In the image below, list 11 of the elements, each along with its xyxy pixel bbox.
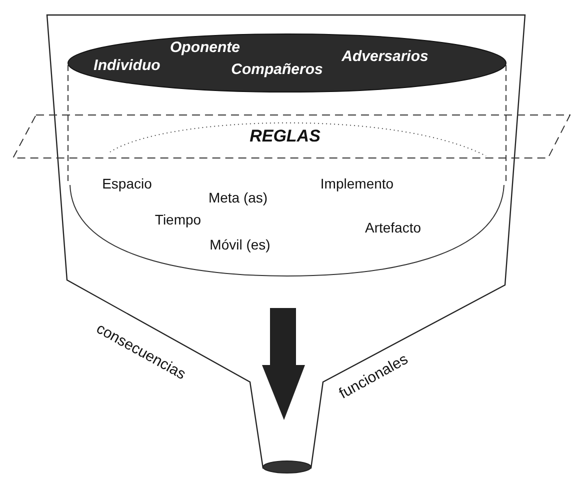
element-label: Implemento bbox=[320, 176, 394, 192]
rules-label: REGLAS bbox=[250, 128, 320, 146]
element-label: Meta (as) bbox=[208, 190, 268, 206]
participant-label: Adversarios bbox=[342, 48, 428, 66]
participant-label: Oponente bbox=[170, 40, 240, 56]
participant-label: Compañeros bbox=[231, 62, 323, 78]
element-label: Artefacto bbox=[364, 220, 422, 236]
participant-label: Individuo bbox=[94, 58, 160, 74]
element-label: Tiempo bbox=[154, 212, 202, 228]
element-label: Espacio bbox=[102, 176, 152, 192]
element-label: Móvil (es) bbox=[210, 237, 270, 253]
